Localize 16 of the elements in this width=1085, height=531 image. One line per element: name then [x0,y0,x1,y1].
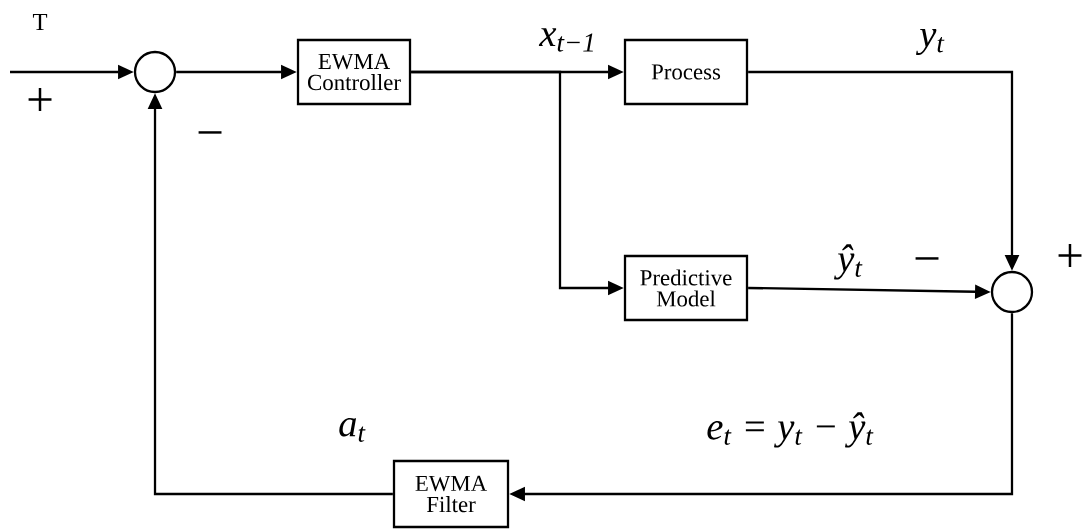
summing-junction [990,270,1034,314]
edge-label: ŷ$_{t}$ [834,242,865,282]
edge-label: x$_{t−1}$ [537,26,599,54]
sign-label: + [1058,244,1082,267]
block-box: Process [623,38,749,106]
edge-label: e$_{t}$ = y$_{t}$ − ŷ$_{t}$ [704,410,876,450]
block-box: EWMA Controller [296,38,412,106]
edge-label: a$_{t}$ [336,416,368,444]
sign-label: − [915,257,939,260]
block-box: EWMA Filter [392,459,510,529]
sign-label: − [198,131,222,134]
edge-label: y$_{t}$ [916,27,947,57]
block-box: Predictive Model [623,254,749,322]
summing-junction [133,50,177,94]
sign-label: + [28,88,52,111]
edge-label: T [30,12,50,32]
